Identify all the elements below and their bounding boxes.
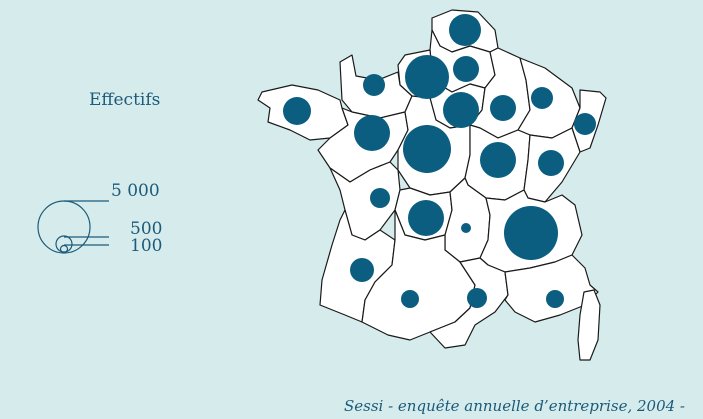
bubble-layer <box>283 14 596 308</box>
legend-title: Effectifs <box>89 90 161 110</box>
region-bubble-4 <box>363 74 385 96</box>
region-bubble-11 <box>403 125 451 173</box>
region-bubble-5 <box>283 97 311 125</box>
source-note: Sessi - enquête annuelle d’entreprise, 2… <box>343 397 685 415</box>
region-bubble-20 <box>467 288 487 308</box>
region-bubble-14 <box>370 188 390 208</box>
region-bubble-17 <box>504 206 558 260</box>
region-bubble-9 <box>574 113 596 135</box>
region-bubble-3 <box>405 55 449 99</box>
region-bubble-6 <box>443 92 479 128</box>
region-bubble-2 <box>453 56 479 82</box>
region-bubble-18 <box>350 258 374 282</box>
legend-label-100: 100 <box>130 236 163 256</box>
legend-circle-500 <box>55 235 73 253</box>
region-corse <box>577 289 601 361</box>
legend-label-500: 500 <box>130 219 163 239</box>
legend-label-5000: 5 000 <box>111 181 160 201</box>
region-bubble-21 <box>546 290 564 308</box>
region-bubble-12 <box>480 142 516 178</box>
region-bubble-19 <box>401 290 419 308</box>
region-bubble-1 <box>449 14 481 46</box>
region-bubble-15 <box>408 200 444 236</box>
legend-graphic <box>37 200 109 254</box>
region-languedoc-roussillon <box>429 257 509 349</box>
region-bubble-16 <box>461 223 471 233</box>
region-bubble-10 <box>354 115 390 151</box>
region-bubble-7 <box>490 95 516 121</box>
region-bubble-13 <box>538 150 564 176</box>
region-bubble-8 <box>531 87 553 109</box>
